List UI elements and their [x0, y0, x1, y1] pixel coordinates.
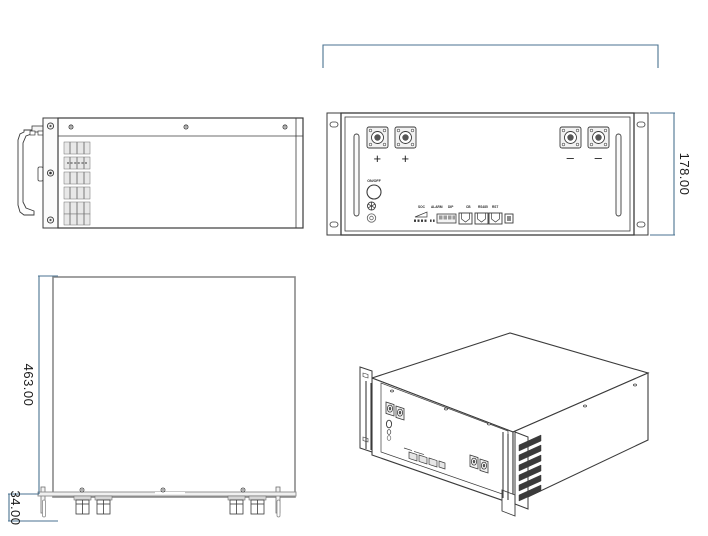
- rj45-port-1: [458, 212, 473, 225]
- rack-ear-right: [633, 112, 649, 236]
- soc-gauge-icon: [414, 211, 428, 218]
- foot-2: [94, 495, 113, 515]
- terminal-label-neg-2: –: [595, 150, 603, 165]
- foot-1: [73, 495, 92, 515]
- iso-reset-icon: [386, 435, 392, 441]
- rj45-port-3: [488, 212, 503, 225]
- power-button-label: ON/OFF: [367, 179, 381, 183]
- reset-icon: [366, 213, 377, 223]
- handle-left: [353, 133, 360, 217]
- terminal-label-pos-1: +: [373, 151, 381, 166]
- iso-power-button[interactable]: [385, 419, 393, 429]
- port-row: SOC ALARM DIP CB RS485 RST: [414, 205, 514, 225]
- terminal-label-pos-2: +: [401, 151, 409, 166]
- top-view: [37, 276, 297, 518]
- port-label-rs485: RS485: [478, 205, 488, 209]
- dimension-foot-label: 34.00: [8, 490, 23, 525]
- isometric-view: [359, 332, 650, 517]
- dimension-height: 178.00: [650, 112, 692, 236]
- port-label-soc: SOC: [418, 205, 426, 209]
- side-view-vents: [63, 141, 91, 226]
- handle-right: [615, 133, 622, 217]
- iso-vents: [518, 434, 542, 502]
- terminal-block: [436, 213, 457, 224]
- iso-handle-right: [502, 432, 509, 500]
- terminal-pos-2: [394, 126, 417, 149]
- ground-icon: [367, 201, 376, 211]
- reset-button[interactable]: [504, 213, 514, 224]
- iso-terminal-pair-1: [385, 401, 405, 421]
- foot-3: [227, 495, 246, 515]
- side-view: [17, 117, 304, 229]
- port-label-cb: CB: [466, 205, 471, 209]
- iso-port-strip: [403, 447, 446, 470]
- dimension-foot: 34.00: [8, 490, 58, 526]
- terminal-neg-1: [559, 126, 582, 149]
- terminal-pos-1: [366, 126, 389, 149]
- foot-4: [248, 495, 267, 515]
- iso-terminal-pair-2: [469, 454, 489, 474]
- port-label-dip: DIP: [448, 205, 454, 209]
- terminal-neg-2: [587, 126, 610, 149]
- power-button[interactable]: [366, 184, 382, 200]
- iso-right-face: [512, 372, 649, 505]
- dimension-width: [322, 44, 659, 68]
- iso-handle-left: [365, 381, 372, 450]
- rear-panel-view: + + –: [326, 112, 649, 236]
- dimension-depth-label: 463.00: [21, 364, 36, 407]
- rack-ear-left: [326, 112, 342, 236]
- terminal-label-neg-1: –: [567, 150, 575, 165]
- iso-rack-ear-right: [501, 489, 516, 517]
- rj45-port-2: [474, 212, 489, 225]
- port-label-rst: RST: [492, 205, 498, 209]
- dimension-height-label: 178.00: [677, 153, 692, 196]
- dimension-depth: 463.00: [21, 275, 58, 494]
- iso-ground-icon: [386, 429, 392, 435]
- port-label-alarm: ALARM: [431, 205, 443, 209]
